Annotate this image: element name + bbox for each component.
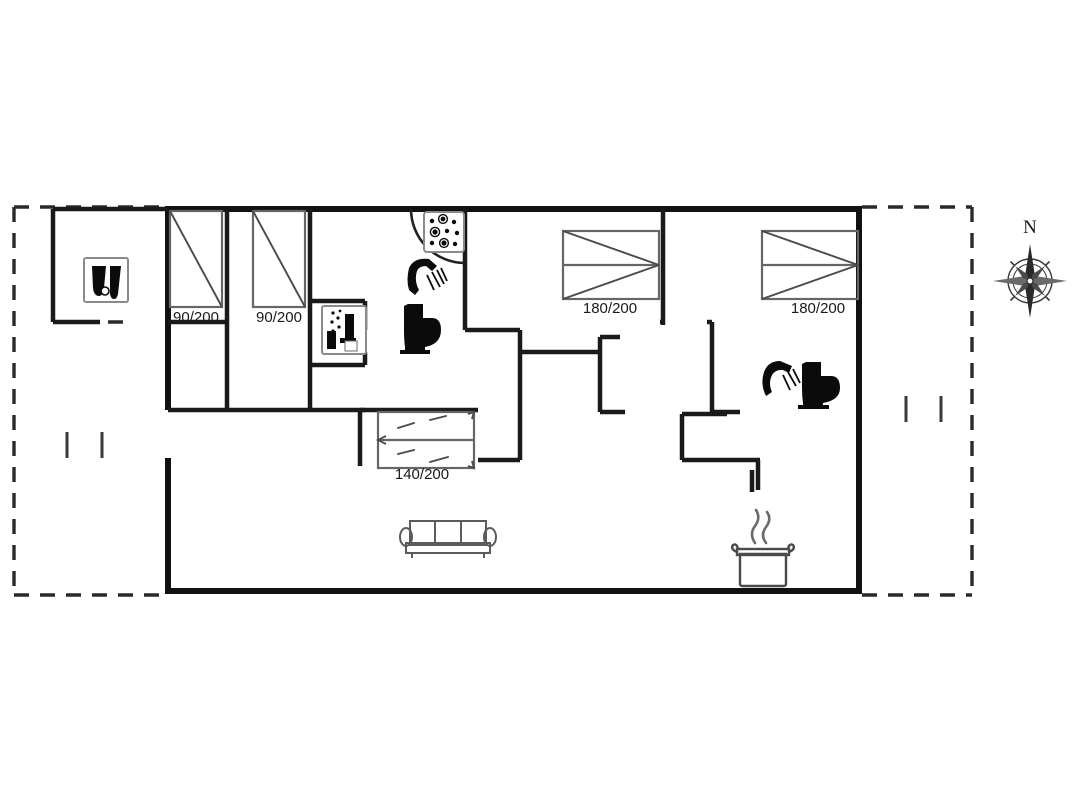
double-bed-left	[561, 229, 661, 301]
cooking-pot-icon	[730, 508, 796, 588]
sauna-icon	[321, 305, 367, 355]
utility-room-walls	[50, 206, 168, 325]
bathroom-left-walls	[310, 209, 523, 413]
compass-rose: N	[993, 217, 1067, 318]
terrace-railing-right	[904, 396, 943, 422]
compass-north-label: N	[1023, 217, 1037, 238]
whirlpool-icon	[409, 208, 466, 265]
single-bed-1	[168, 209, 224, 309]
bedroom-1-walls	[168, 209, 230, 413]
bed-label-90-200-right: 90/200	[256, 309, 302, 326]
bedroom-4-walls	[679, 319, 761, 490]
sofa-icon	[399, 520, 497, 558]
toilet-icon-left	[400, 304, 441, 354]
boots-icon	[83, 257, 129, 303]
double-bed-right	[760, 229, 860, 301]
shower-icon-right	[762, 361, 801, 396]
bedroom-2-walls	[227, 209, 313, 413]
toilet-icon-right	[798, 362, 840, 409]
bed-label-140-200: 140/200	[395, 466, 449, 483]
terrace-outline	[12, 205, 974, 597]
bed-label-90-200-left: 90/200	[173, 309, 219, 326]
bed-label-180-200-right: 180/200	[791, 300, 845, 317]
shower-icon-left	[407, 258, 448, 295]
exterior-walls	[165, 206, 862, 594]
bed-label-180-200-left: 180/200	[583, 300, 637, 317]
hallway-walls	[478, 209, 666, 463]
double-bed-living	[357, 407, 478, 470]
terrace-railing-left	[65, 432, 104, 458]
single-bed-2	[251, 209, 307, 309]
